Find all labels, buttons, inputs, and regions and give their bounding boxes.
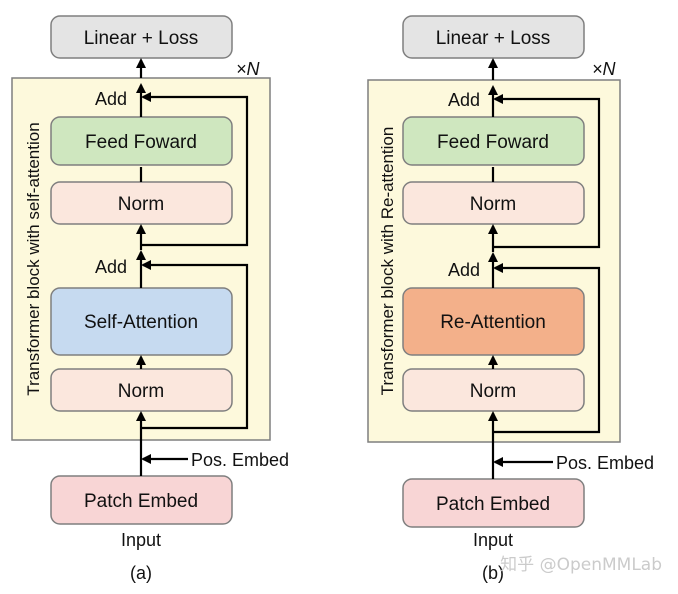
norm-top-label: Norm bbox=[118, 194, 164, 215]
pos-embed-label: Pos. Embed bbox=[191, 450, 289, 470]
repeat-label: ×N bbox=[236, 59, 261, 79]
watermark: 知乎 @OpenMMLab bbox=[500, 555, 662, 575]
norm-bottom-label: Norm bbox=[470, 381, 516, 402]
linear-loss-label: Linear + Loss bbox=[436, 28, 551, 49]
flow-arrows bbox=[136, 58, 249, 476]
feed-forward-label: Feed Foward bbox=[437, 132, 549, 153]
panel-b: Transformer block with Re-attention Line… bbox=[367, 15, 654, 583]
add-bottom-label: Add bbox=[95, 257, 127, 277]
caption-b: (b) bbox=[482, 563, 504, 583]
watermark-text: 知乎 @OpenMMLab bbox=[500, 555, 662, 575]
norm-bottom-label: Norm bbox=[118, 381, 164, 402]
pos-embed-label: Pos. Embed bbox=[556, 453, 654, 473]
add-bottom-label: Add bbox=[448, 260, 480, 280]
panel-a: Transformer block with self-attention Li… bbox=[11, 15, 289, 583]
feed-forward-label: Feed Foward bbox=[85, 132, 197, 153]
flow-arrows bbox=[488, 58, 601, 479]
norm-top-label: Norm bbox=[470, 194, 516, 215]
block-side-label: Transformer block with self-attention bbox=[24, 122, 43, 395]
input-label: Input bbox=[121, 530, 161, 550]
add-top-label: Add bbox=[95, 89, 127, 109]
re-attention-label: Re-Attention bbox=[440, 312, 546, 333]
add-top-label: Add bbox=[448, 90, 480, 110]
block-side-label: Transformer block with Re-attention bbox=[378, 127, 397, 396]
linear-loss-label: Linear + Loss bbox=[84, 28, 199, 49]
repeat-label: ×N bbox=[592, 59, 617, 79]
self-attention-label: Self-Attention bbox=[84, 312, 198, 333]
caption-a: (a) bbox=[130, 563, 152, 583]
input-label: Input bbox=[473, 530, 513, 550]
patch-embed-label: Patch Embed bbox=[84, 491, 198, 512]
patch-embed-label: Patch Embed bbox=[436, 494, 550, 515]
